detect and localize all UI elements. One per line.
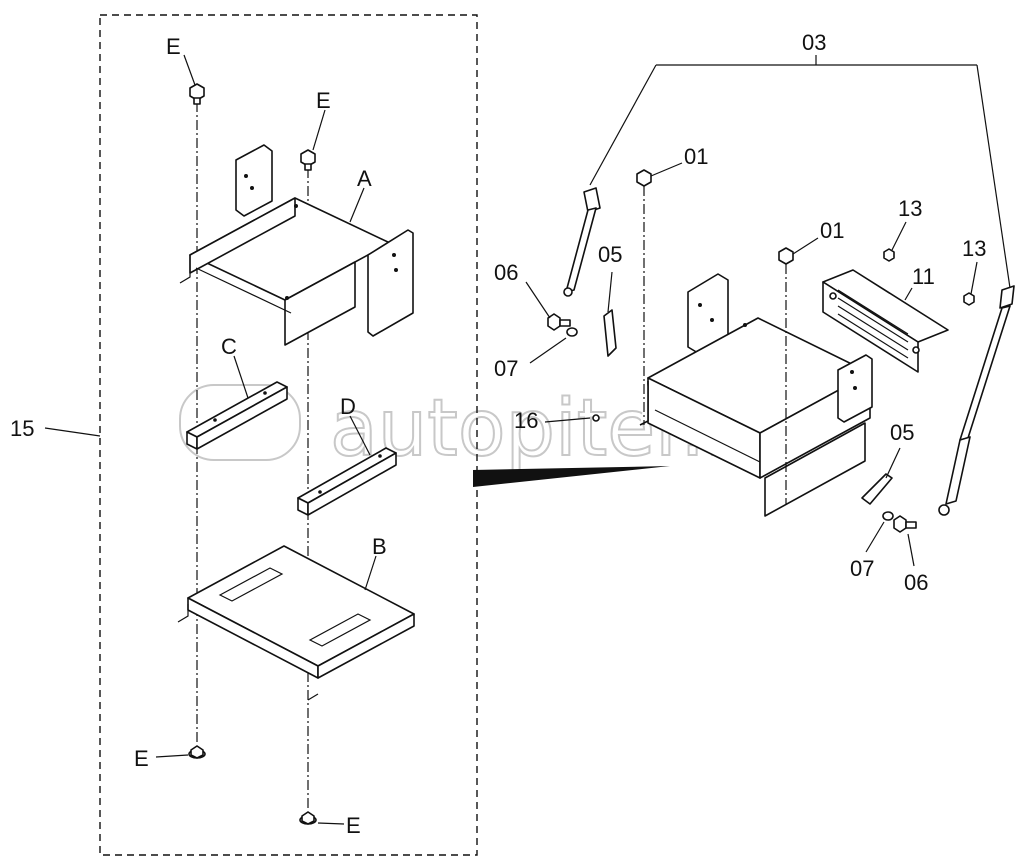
part-b-base-plate [177,545,415,701]
leader-d [349,415,371,456]
callout-05-right: 05 [890,420,914,445]
leader-07-right [865,521,885,553]
callout-b: B [372,534,387,559]
callout-07-right: 07 [850,556,874,581]
callout-e-bottom-left: E [134,746,149,771]
pointer-wedge [473,466,670,487]
callout-a: A [357,166,372,191]
bolt-13-right [963,292,975,306]
bolt-06-left [547,313,571,331]
washer-07-right [882,511,894,521]
leader-06-right [907,533,915,567]
leader-b [364,555,377,591]
gas-spring-left [563,187,601,297]
leader-03-right [976,64,1011,289]
gas-spring-right [938,285,1015,516]
leader-07-left [529,337,567,364]
assembled-seat-stand [639,273,873,517]
part-a-bracket [179,144,414,346]
bolt-13-left [883,248,895,262]
part-11-plate [822,269,949,373]
callout-06-left: 06 [494,260,518,285]
watermark-logo-icon [179,384,301,461]
leader-a [349,187,365,223]
leader-03-left [589,64,657,186]
leader-01-mid [792,237,819,255]
callout-01-mid: 01 [820,218,844,243]
part-d-rail [297,447,397,516]
callout-e-bottom-mid: E [346,813,361,838]
leader-e-top-left [183,54,196,86]
callout-06-right: 06 [904,570,928,595]
callout-c: C [221,334,237,359]
leader-13-right [970,261,978,295]
callout-05-left: 05 [598,242,622,267]
bolt-01-mid [778,247,794,265]
bolt-e-bottom-mid [299,811,317,825]
bolt-e-bottom-left [188,745,206,759]
callout-15: 15 [10,416,34,441]
callout-11: 11 [912,264,935,289]
leader-06-left [525,281,551,319]
callout-e-top-mid: E [316,88,331,113]
leader-11 [904,287,913,301]
washer-07-left [566,327,578,337]
link-plate-05-left [603,309,617,357]
callout-07-left: 07 [494,356,518,381]
part-c-rail [186,381,288,450]
screw-16 [592,414,600,422]
callout-16: 16 [514,408,538,433]
bolt-e-top-mid [300,149,316,171]
callout-13-right: 13 [962,236,986,261]
bolt-06-right [893,515,917,533]
callout-d: D [340,394,356,419]
leader-01-top [650,162,683,177]
bolt-e-top-left [189,83,205,105]
link-plate-05-right [861,473,893,505]
leader-e-bottom-left [155,754,189,758]
leader-05-left [607,271,613,313]
leader-16 [544,417,591,423]
callout-e-top-left: E [166,34,181,59]
leader-13-left [891,221,907,251]
leader-e-bottom-mid [317,822,345,825]
callout-01-top: 01 [684,144,708,169]
leader-15 [44,427,101,437]
callout-03: 03 [802,30,826,55]
bolt-01-top [636,169,652,187]
leader-c [233,355,249,399]
leader-e-top-mid [312,109,326,151]
subassembly-15-boundary [99,14,478,856]
callout-13-left: 13 [898,196,922,221]
leader-05-right [885,447,901,479]
